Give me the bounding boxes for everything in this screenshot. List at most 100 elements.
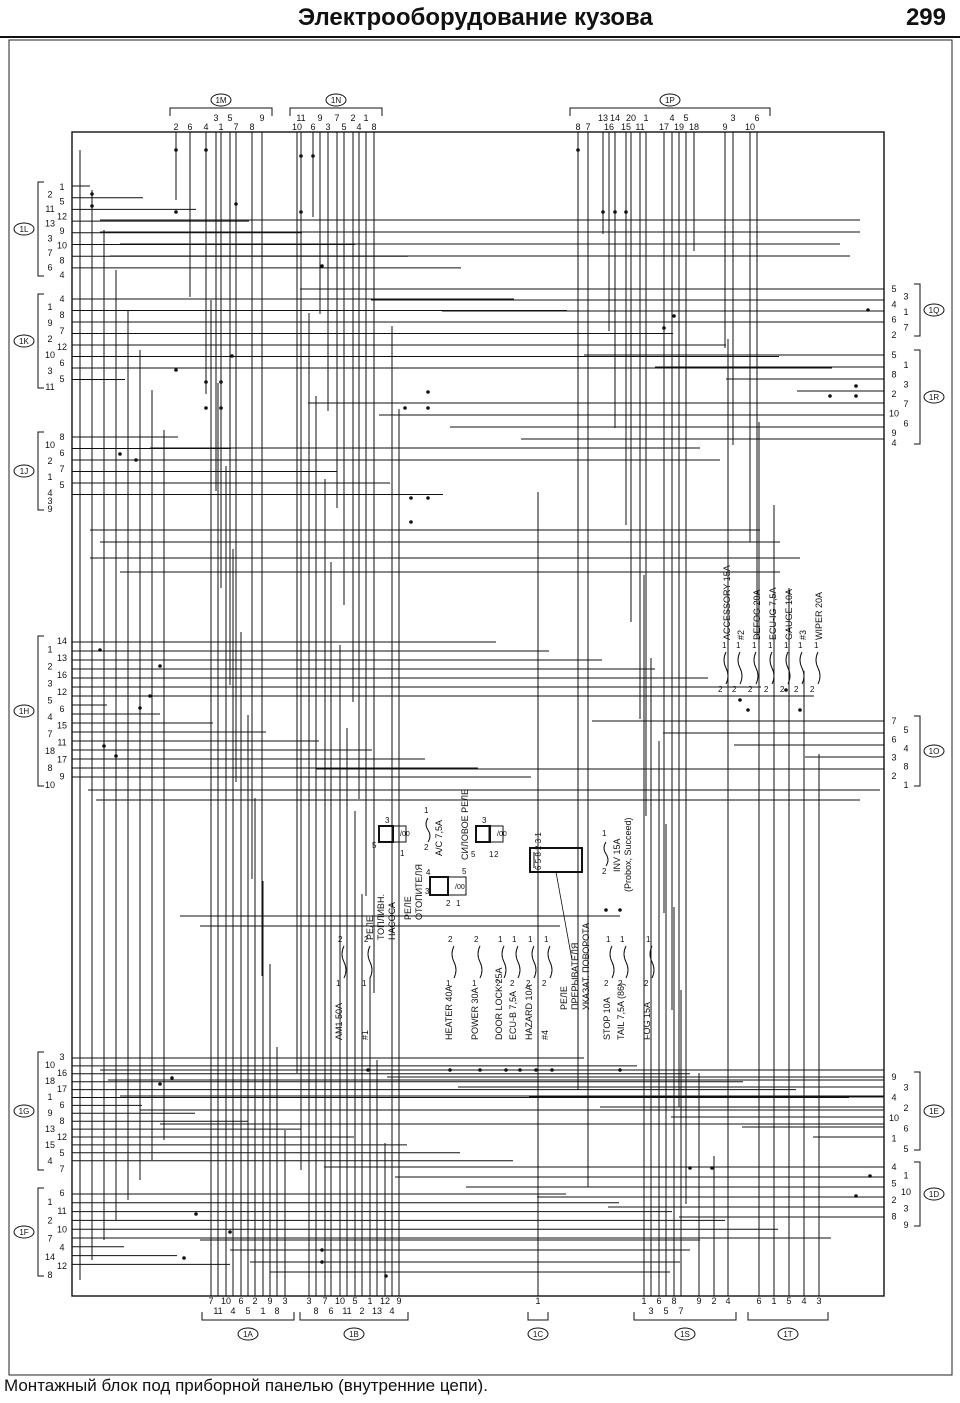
pin-label: 5 xyxy=(341,122,346,132)
junction xyxy=(158,1082,162,1086)
ac-fuse: 1 2 A/C 7,5A xyxy=(424,806,444,856)
pin-label: 12 xyxy=(57,1132,67,1142)
connector-badge-outline xyxy=(13,1225,35,1239)
pin-label: 4 xyxy=(47,488,52,498)
flasher-relay-pins: 6 5 8 2 3 1 xyxy=(534,832,543,870)
pin-label: 11 xyxy=(57,1206,66,1216)
fuse-pin-top: 2 xyxy=(474,935,479,944)
pin-label: 3 xyxy=(47,678,52,688)
fuse-symbol xyxy=(531,945,537,979)
pin-label: 5 xyxy=(683,113,688,123)
pin-label: 16 xyxy=(57,1068,67,1078)
fuse-pin-top: 1 xyxy=(498,935,503,944)
connector-badge-label: 1H xyxy=(19,707,29,716)
pin-label: 4 xyxy=(891,1162,896,1172)
fuse-symbol xyxy=(723,651,729,685)
junction xyxy=(448,1068,452,1072)
fuse-pin-bottom: 2 xyxy=(732,685,737,694)
connector-badge-outline xyxy=(237,1327,259,1341)
junction xyxy=(710,1166,714,1170)
pin-label: 9 xyxy=(267,1296,272,1306)
fuse-pin-top: 1 xyxy=(544,935,549,944)
top-fuse: 12#3 xyxy=(794,630,808,694)
pin-label: 4 xyxy=(891,299,896,309)
connector-badge-1T: 1T xyxy=(777,1327,799,1341)
pin-label: 9 xyxy=(59,226,64,236)
pin-label: 9 xyxy=(722,122,727,132)
fuel-pump-relay-label-3: НАСОСА xyxy=(387,902,397,940)
svg-text:3: 3 xyxy=(482,816,487,825)
pin-label: 11 xyxy=(213,1306,222,1316)
pin-label: 10 xyxy=(45,1060,55,1070)
junction xyxy=(204,380,208,384)
fuse-symbol xyxy=(367,945,373,979)
junction xyxy=(409,496,413,500)
pin-label: 15 xyxy=(45,1140,55,1150)
connector-badge-outline xyxy=(13,1104,35,1118)
connector-bracket xyxy=(37,431,44,511)
pin-label: 17 xyxy=(57,755,67,765)
pin-label: 2 xyxy=(47,189,52,199)
pin-label: 4 xyxy=(891,1093,896,1103)
junction xyxy=(299,154,303,158)
pin-label: 1 xyxy=(903,780,908,790)
pin-label: 8 xyxy=(313,1306,318,1316)
junction xyxy=(230,354,234,358)
junction xyxy=(688,1166,692,1170)
pin-label: 9 xyxy=(696,1296,701,1306)
pin-label: 7 xyxy=(334,113,339,123)
svg-text:1: 1 xyxy=(456,899,461,908)
junction xyxy=(828,394,832,398)
connector-badge-outline xyxy=(13,222,35,236)
pin-label: 3 xyxy=(903,292,908,302)
pin-label: 10 xyxy=(901,1187,911,1197)
junction xyxy=(320,1248,324,1252)
connector-bracket xyxy=(169,107,273,116)
pin-label: 6 xyxy=(756,1296,761,1306)
fuse-symbol xyxy=(649,945,655,979)
connector-bracket xyxy=(37,1187,44,1277)
fuse-label: WIPER 20A xyxy=(814,592,824,640)
fuse-symbol xyxy=(737,651,743,685)
fuse-pin-bottom: 1 xyxy=(472,979,477,988)
connector-bracket xyxy=(37,181,44,277)
fuse-label: GAUGE 10A xyxy=(784,589,794,640)
turn-signal-flasher-relay: 6 5 8 2 3 1 РЕЛЕ ПРЕРЫВАТЕЛЯ УКАЗАТ. ПОВ… xyxy=(529,832,591,1010)
junction xyxy=(118,452,122,456)
pin-label: 18 xyxy=(689,122,699,132)
junction xyxy=(384,1274,388,1278)
pin-label: 8 xyxy=(47,1270,52,1280)
junction xyxy=(174,368,178,372)
junction xyxy=(102,744,106,748)
pin-label: 11 xyxy=(45,382,54,392)
heater-relay-label-2: ОТОПИТЕЛЯ xyxy=(414,864,424,920)
pin-label: 1 xyxy=(643,113,648,123)
pin-label: 4 xyxy=(59,1243,64,1253)
connector-badge-1L: 1L xyxy=(13,222,35,236)
pin-label: 10 xyxy=(745,122,755,132)
junction xyxy=(478,1068,482,1072)
fuse-pin-bottom: 2 xyxy=(780,685,785,694)
pin-label: 1 xyxy=(535,1296,540,1306)
pin-label: 10 xyxy=(45,350,55,360)
pin-label: 6 xyxy=(59,704,64,714)
connector-bracket xyxy=(633,1312,737,1321)
fuse-label: STOP 10A xyxy=(602,997,612,1040)
junction xyxy=(90,204,94,208)
connector-badge-label: 1N xyxy=(331,96,341,105)
connector-badge-label: 1P xyxy=(665,96,675,105)
fuse-label: POWER 30A xyxy=(470,987,480,1040)
pin-label: 1 xyxy=(641,1296,646,1306)
pin-label: 3 xyxy=(903,1082,908,1092)
connector-badge-1P: 1P xyxy=(659,93,681,107)
pin-label: 2 xyxy=(891,1195,896,1205)
pin-label: 9 xyxy=(59,772,64,782)
pin-label: 7 xyxy=(891,716,896,726)
